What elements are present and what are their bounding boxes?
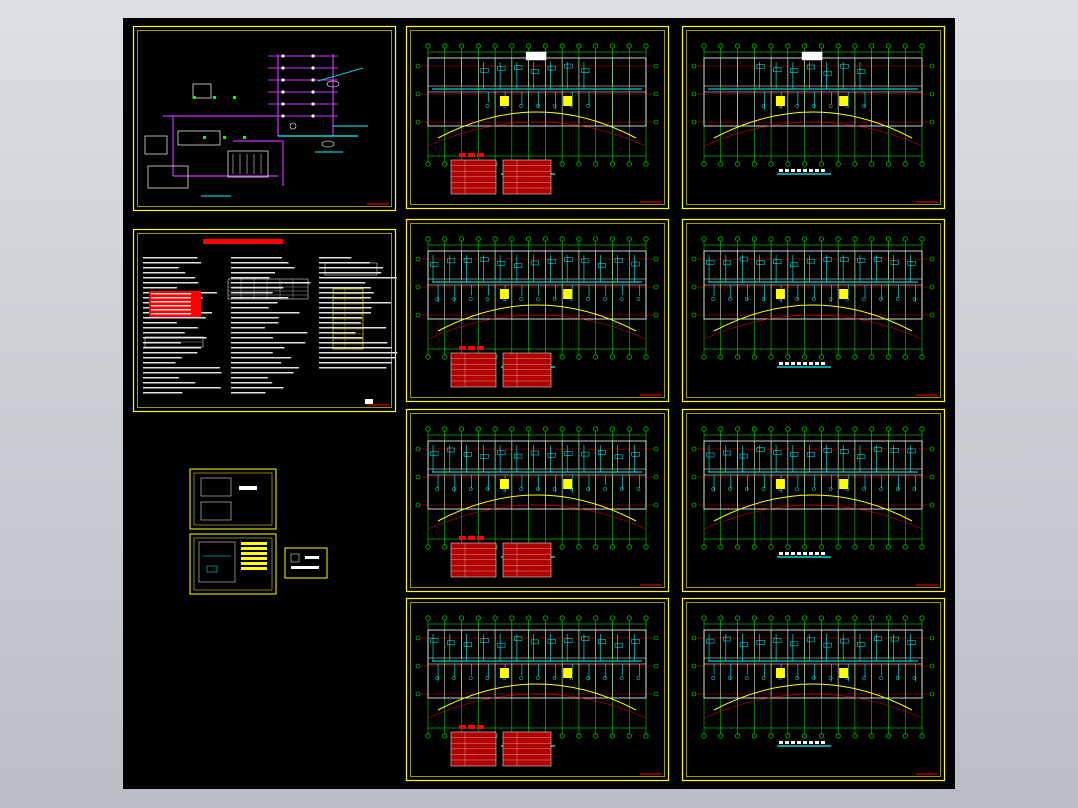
sheet-plan-1	[405, 25, 670, 210]
sheet-plan-4	[681, 218, 946, 403]
sheet-plan-3	[405, 218, 670, 403]
sheet-plan-8	[681, 597, 946, 782]
sheet-plan-6	[681, 408, 946, 593]
sheet-plan-7	[405, 597, 670, 782]
sheet-detail-sheets	[189, 468, 328, 595]
sheet-design-notes	[132, 228, 398, 413]
sheet-plan-2	[681, 25, 946, 210]
cad-drawing-canvas[interactable]	[123, 18, 955, 789]
sheet-system-diagram	[132, 25, 397, 212]
cad-drawing-svg	[132, 25, 946, 782]
sheet-plan-5	[405, 408, 670, 593]
